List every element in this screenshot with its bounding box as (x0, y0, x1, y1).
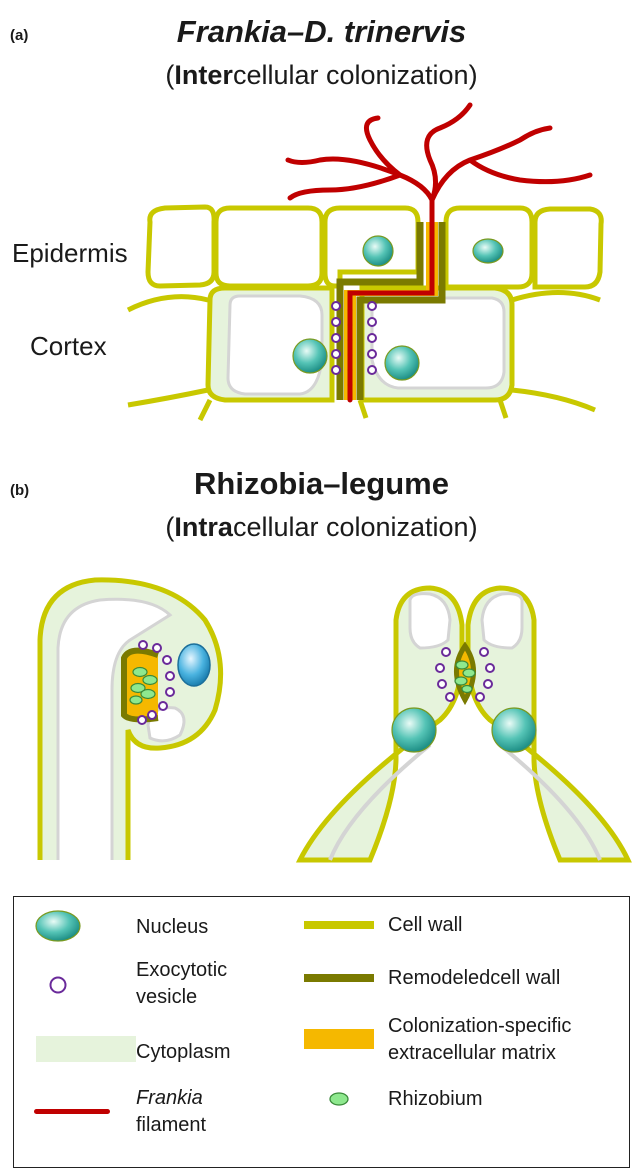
rhizobium-icon (327, 1090, 351, 1108)
nucleus (392, 708, 436, 752)
legend-label-nucleus: Nucleus (136, 914, 208, 941)
legend: Nucleus Exocytotic vesicle Cytoplasm Fra… (13, 896, 630, 1168)
cell-vacuole (410, 594, 450, 648)
nucleus-icon (34, 909, 82, 943)
legend-label-frankia-2: filament (136, 1112, 206, 1139)
legend-label-matrix-2: extracellular matrix (388, 1040, 556, 1067)
nucleus (385, 346, 419, 380)
cell-pair (300, 588, 628, 860)
legend-label-cell-wall: Cell wall (388, 912, 462, 939)
colonization-diagram (0, 0, 643, 890)
legend-label-vesicle-2: vesicle (136, 984, 197, 1011)
remodeled-cell-wall-swatch (304, 974, 374, 982)
nucleus (293, 339, 327, 373)
legend-label-frankia-1: Frankia (136, 1085, 203, 1112)
nucleus (492, 708, 536, 752)
legend-label-rhizobium: Rhizobium (388, 1086, 482, 1113)
legend-label-vesicle-1: Exocytotic (136, 957, 227, 984)
epidermis-cell (148, 207, 214, 286)
epidermis-cell (216, 208, 322, 286)
cytoplasm-swatch (36, 1036, 136, 1062)
nucleus (363, 236, 393, 266)
nucleus (178, 644, 210, 686)
epidermis-cell (535, 209, 601, 287)
panel-a-cells (128, 105, 601, 420)
cell-vacuole (482, 594, 522, 648)
root-hair-curl (40, 580, 221, 860)
legend-label-cytoplasm: Cytoplasm (136, 1039, 230, 1066)
legend-label-remodeled-wall: Remodeledcell wall (388, 965, 560, 992)
frankia-filament-icon (34, 1109, 110, 1114)
matrix-swatch (304, 1029, 374, 1049)
legend-label-matrix-1: Colonization-specific (388, 1013, 571, 1040)
exocytotic-vesicle-icon (48, 975, 68, 995)
nucleus (473, 239, 503, 263)
cell-wall-swatch (304, 921, 374, 929)
